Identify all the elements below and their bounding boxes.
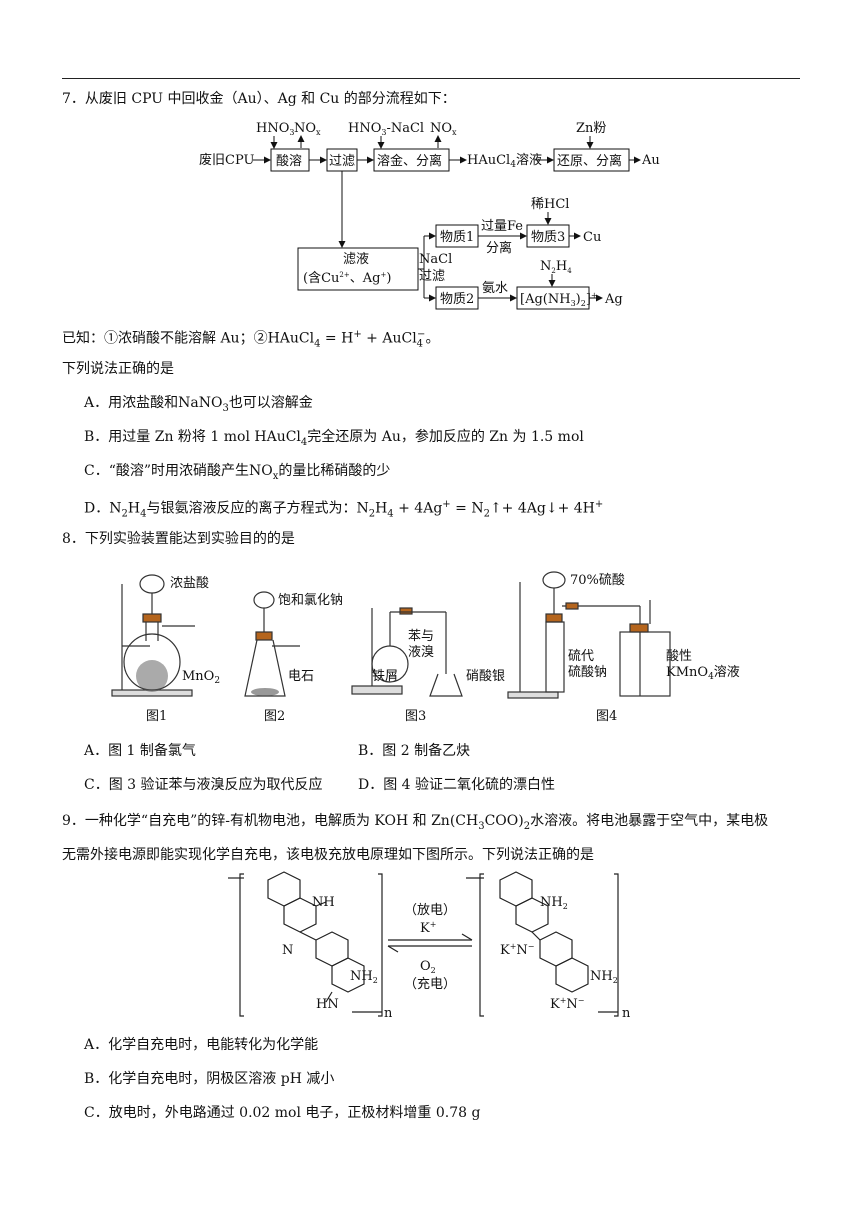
q8-option-b[interactable]: B．图 2 制备乙炔	[358, 743, 471, 759]
svg-text:NOx: NOx	[430, 121, 457, 137]
svg-text:液溴: 液溴	[408, 645, 434, 660]
svg-text:硫酸钠: 硫酸钠	[568, 665, 607, 680]
svg-text:Ag: Ag	[604, 292, 623, 307]
svg-text:Cu: Cu	[583, 230, 601, 245]
svg-text:图1: 图1	[146, 709, 167, 724]
svg-text:（放电）: （放电）	[404, 903, 456, 918]
q7-flowchart: 废旧CPU HNO3 NOx 酸溶 过滤 HNO3-NaCl NOx 溶金、分离…	[199, 121, 660, 310]
svg-text:Au: Au	[641, 153, 660, 168]
svg-text:氨水: 氨水	[482, 281, 508, 296]
svg-text:电石: 电石	[288, 669, 314, 684]
svg-text:K+N−: K+N−	[500, 942, 535, 958]
q9-stem-2: 无需外接电源即能实现化学自充电，该电极充放电原理如下图所示。下列说法正确的是	[62, 847, 594, 863]
flow-filtrate: 滤液	[343, 252, 369, 267]
svg-text:70%硫酸: 70%硫酸	[570, 573, 625, 588]
svg-text:图4: 图4	[596, 709, 617, 724]
q9-reaction-scheme: NH N NH2 HN n （放电） K+ O2 （充电） NH2 K+N− N…	[228, 871, 631, 1021]
q9-option-c[interactable]: C．放电时，外电路通过 0.02 mol 电子，正极材料增重 0.78 g	[84, 1105, 481, 1121]
svg-text:[Ag(NH3)2]+: [Ag(NH3)2]+	[520, 291, 598, 308]
svg-text:（充电）: （充电）	[404, 976, 456, 992]
svg-text:NH2: NH2	[350, 969, 378, 985]
svg-text:O2: O2	[420, 959, 436, 975]
svg-text:图3: 图3	[405, 709, 426, 724]
svg-text:NH2: NH2	[540, 895, 568, 911]
svg-text:硝酸银: 硝酸银	[466, 669, 505, 684]
q8-stem: 8．下列实验装置能达到实验目的的是	[62, 531, 295, 547]
svg-text:n: n	[384, 1006, 393, 1021]
svg-text:浓盐酸: 浓盐酸	[170, 576, 209, 591]
svg-text:HNO3: HNO3	[256, 121, 294, 137]
svg-text:苯与: 苯与	[408, 629, 434, 644]
svg-text:HNO3-NaCl: HNO3-NaCl	[348, 121, 424, 137]
svg-text:分离: 分离	[486, 240, 512, 256]
flow-step-dissolve: 溶金、分离	[377, 153, 442, 169]
q7-option-b[interactable]: B．用过量 Zn 粉将 1 mol HAuCl4完全还原为 Au，参加反应的 Z…	[84, 429, 584, 448]
svg-text:过量Fe: 过量Fe	[481, 219, 523, 234]
flow-step-reduce: 还原、分离	[557, 153, 622, 169]
svg-text:K+N−: K+N−	[550, 996, 585, 1012]
q9-option-a[interactable]: A．化学自充电时，电能转化为化学能	[84, 1037, 319, 1053]
q7-option-a[interactable]: A．用浓盐酸和NaNO3也可以溶解金	[84, 395, 313, 414]
q7-known: 已知：①浓硝酸不能溶解 Au；②HAuCl4 = H+ + AuCl4−。	[62, 329, 440, 350]
header-rule	[62, 78, 800, 79]
svg-text:MnO2: MnO2	[182, 669, 220, 686]
svg-text:NH: NH	[312, 895, 335, 910]
svg-text:Zn粉: Zn粉	[576, 121, 606, 136]
svg-text:K+: K+	[420, 920, 436, 936]
q7-stem: 7．从废旧 CPU 中回收金（Au）、Ag 和 Cu 的部分流程如下：	[62, 91, 456, 107]
svg-text:酸性: 酸性	[666, 649, 692, 664]
svg-text:NaCl: NaCl	[419, 252, 452, 267]
q8-option-c[interactable]: C．图 3 验证苯与液溴反应为取代反应	[84, 777, 323, 793]
flow-start: 废旧CPU	[199, 152, 254, 168]
svg-text:NH2: NH2	[590, 969, 618, 985]
svg-text:(含Cu2+、Ag+): (含Cu2+、Ag+)	[303, 270, 391, 286]
q8-apparatus-figure: 浓盐酸 MnO2 饱和氯化钠 电石 苯与 液溴 铁屑 硝酸银 70%硫酸 硫代 …	[111, 571, 740, 724]
svg-text:过滤: 过滤	[419, 269, 445, 284]
flow-step-filter: 过滤	[329, 154, 355, 169]
svg-text:物质2: 物质2	[440, 292, 474, 307]
svg-text:硫代: 硫代	[568, 649, 594, 664]
svg-text:HN: HN	[316, 997, 339, 1012]
q7-option-c[interactable]: C．“酸溶”时用浓硝酸产生NOx的量比稀硝酸的少	[84, 463, 391, 482]
q9-option-b[interactable]: B．化学自充电时，阴极区溶液 pH 减小	[84, 1071, 335, 1087]
svg-text:图2: 图2	[264, 709, 285, 724]
svg-text:物质3: 物质3	[531, 230, 565, 245]
q9-stem-1: 9．一种化学“自充电”的锌-有机物电池，电解质为 KOH 和 Zn(CH3COO…	[62, 813, 769, 832]
svg-text:KMnO4溶液: KMnO4溶液	[666, 665, 740, 682]
svg-text:N: N	[282, 943, 293, 958]
svg-text:n: n	[622, 1006, 631, 1021]
svg-text:饱和氯化钠: 饱和氯化钠	[278, 593, 343, 608]
svg-text:铁屑: 铁屑	[372, 669, 398, 684]
svg-text:N2H4: N2H4	[540, 259, 572, 275]
svg-text:NOx: NOx	[294, 121, 321, 137]
svg-text:HAuCl4溶液: HAuCl4溶液	[467, 153, 542, 170]
q7-ask: 下列说法正确的是	[62, 361, 174, 377]
flow-step-acid: 酸溶	[276, 154, 302, 169]
svg-text:稀HCl: 稀HCl	[531, 197, 569, 212]
q8-option-d[interactable]: D．图 4 验证二氧化硫的漂白性	[358, 777, 556, 793]
q7-option-d[interactable]: D．N2H4与银氨溶液反应的离子方程式为：N2H4 + 4Ag+ = N2↑+ …	[84, 499, 604, 520]
q8-option-a[interactable]: A．图 1 制备氯气	[84, 743, 196, 759]
svg-text:物质1: 物质1	[440, 230, 474, 245]
